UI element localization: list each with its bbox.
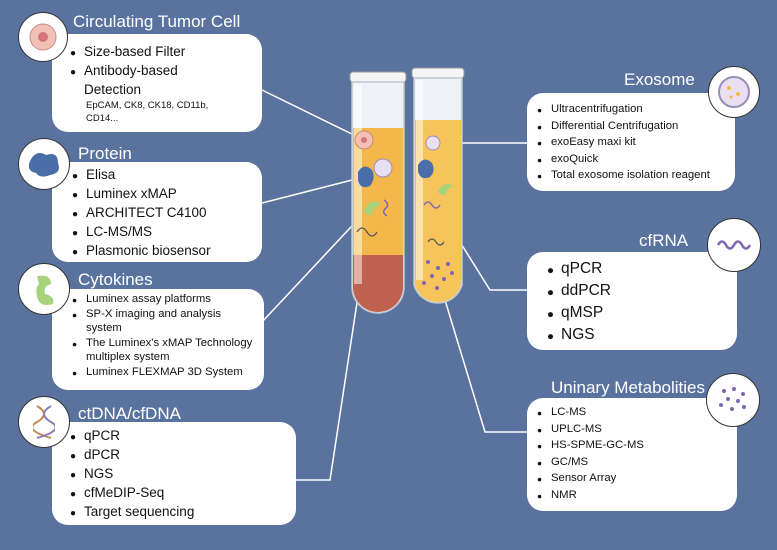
connector-lines	[261, 89, 527, 481]
list-item: qPCR	[70, 426, 296, 447]
list-item: ddPCR	[547, 280, 737, 304]
ctc-title: Circulating Tumor Cell	[73, 12, 241, 31]
ctdna-list: qPCR dPCR NGS cfMeDIP-Seq Target sequenc…	[70, 426, 296, 523]
metabolite-dots-icon	[706, 373, 760, 427]
list-item: Luminex FLEXMAP 3D System	[72, 365, 264, 380]
ctc-markers: EpCAM, CK8, CK18, CD11b, CD14...	[86, 100, 209, 124]
cytokines-panel: Luminex assay platforms SP-X imaging and…	[52, 289, 264, 390]
list-item: Total exosome isolation reagent	[537, 167, 735, 184]
exosome-title: Exosome	[624, 70, 695, 89]
rna-strand-icon	[707, 218, 761, 272]
list-item: cfMeDIP-Seq	[70, 483, 296, 504]
dna-helix-icon	[18, 396, 70, 448]
exosome-list: Ultracentrifugation Differential Centrif…	[537, 101, 735, 184]
exosome-icon	[708, 66, 760, 118]
list-item: ARCHITECT C4100	[72, 203, 262, 224]
ctc-panel: Size-based Filter Antibody-based Detecti…	[52, 34, 262, 132]
urine-tube	[411, 67, 465, 304]
list-item: Plasmonic biosensor	[72, 241, 262, 262]
list-item: SP-X imaging and analysis system	[72, 307, 251, 336]
list-item: GC/MS	[537, 454, 737, 471]
cfrna-title: cfRNA	[639, 231, 689, 250]
ctdna-panel: qPCR dPCR NGS cfMeDIP-Seq Target sequenc…	[52, 422, 296, 525]
urinary-title: Uninary Metabolities	[551, 378, 706, 397]
cfrna-list: qPCR ddPCR qMSP NGS	[547, 258, 737, 348]
list-item: Ultracentrifugation	[537, 101, 735, 118]
list-item: LC-MS/MS	[72, 222, 262, 243]
list-item: NGS	[547, 324, 737, 348]
list-item: dPCR	[70, 445, 296, 466]
list-item: Size-based Filter	[70, 42, 262, 63]
cfrna-panel: qPCR ddPCR qMSP NGS	[527, 252, 737, 350]
list-item: exoQuick	[537, 151, 735, 168]
urinary-list: LC-MS UPLC-MS HS-SPME-GC-MS GC/MS Sensor…	[537, 404, 737, 504]
tumor-cell-icon	[18, 12, 68, 62]
ctdna-title: ctDNA/cfDNA	[78, 404, 181, 423]
exosome-panel: Ultracentrifugation Differential Centrif…	[527, 93, 735, 191]
urinary-panel: LC-MS UPLC-MS HS-SPME-GC-MS GC/MS Sensor…	[527, 398, 737, 511]
list-item: Elisa	[72, 165, 262, 186]
list-item: The Luminex's xMAP Technology multiplex …	[72, 336, 276, 365]
protein-panel: Elisa Luminex xMAP ARCHITECT C4100 LC-MS…	[52, 162, 262, 262]
list-item: HS-SPME-GC-MS	[537, 437, 737, 454]
cytokines-list: Luminex assay platforms SP-X imaging and…	[72, 292, 264, 380]
protein-icon	[18, 138, 70, 190]
ctc-list: Size-based Filter Antibody-based Detecti…	[70, 42, 262, 99]
list-item: Luminex xMAP	[72, 184, 262, 205]
blood-tube	[349, 71, 407, 314]
list-item: Luminex assay platforms	[72, 292, 264, 307]
cytokine-icon	[18, 263, 70, 315]
list-item: Differential Centrifugation	[537, 118, 735, 135]
list-item: Target sequencing	[70, 502, 296, 523]
list-item: exoEasy maxi kit	[537, 134, 735, 151]
protein-list: Elisa Luminex xMAP ARCHITECT C4100 LC-MS…	[72, 165, 262, 262]
list-item: NGS	[70, 464, 296, 485]
list-item: qPCR	[547, 258, 737, 282]
list-item: LC-MS	[537, 404, 737, 421]
list-item: qMSP	[547, 302, 737, 326]
list-item: NMR	[537, 487, 737, 504]
cytokines-title: Cytokines	[78, 270, 153, 289]
list-item: UPLC-MS	[537, 421, 737, 438]
list-item: Sensor Array	[537, 470, 737, 487]
list-item: Antibody-based Detection	[70, 61, 224, 99]
protein-title: Protein	[78, 144, 132, 163]
